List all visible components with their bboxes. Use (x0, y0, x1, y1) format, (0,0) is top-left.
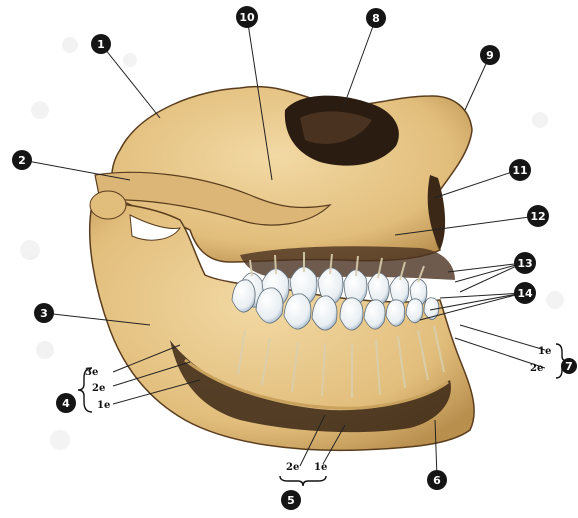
svg-text:2: 2 (18, 154, 26, 167)
svg-text:10: 10 (239, 11, 255, 24)
marker-6: 6 (427, 470, 447, 490)
marker-4: 4 (56, 393, 76, 413)
label-right-2e: 2e (530, 363, 543, 374)
marker-10: 10 (236, 6, 258, 28)
label-left-3e: 3e (85, 367, 98, 378)
condyle (90, 191, 126, 219)
svg-text:8: 8 (372, 12, 380, 25)
marker-7: 7 (561, 358, 577, 374)
label-bottom-2e: 2e (286, 462, 299, 473)
marker-3: 3 (34, 303, 54, 323)
marker-2: 2 (12, 150, 32, 170)
marker-8: 8 (366, 8, 386, 28)
svg-text:7: 7 (565, 360, 573, 373)
svg-text:5: 5 (287, 494, 295, 507)
bottom-brace (280, 476, 326, 486)
svg-text:1: 1 (97, 38, 105, 51)
svg-text:13: 13 (517, 257, 532, 270)
label-right-1e: 1e (538, 346, 551, 357)
marker-14: 14 (514, 282, 536, 304)
label-left-2e: 2e (92, 383, 105, 394)
svg-text:14: 14 (517, 287, 533, 300)
svg-text:12: 12 (530, 210, 545, 223)
svg-text:11: 11 (512, 164, 527, 177)
marker-1: 1 (91, 34, 111, 54)
marker-9: 9 (480, 45, 500, 65)
svg-text:3: 3 (40, 307, 48, 320)
marker-12: 12 (527, 205, 549, 227)
svg-text:9: 9 (486, 49, 494, 62)
marker-13: 13 (514, 252, 536, 274)
svg-text:6: 6 (433, 474, 441, 487)
label-left-1e: 1e (97, 400, 110, 411)
marker-11: 11 (509, 159, 531, 181)
svg-text:4: 4 (62, 397, 70, 410)
label-bottom-1e: 1e (314, 462, 327, 473)
marker-5: 5 (281, 490, 301, 510)
